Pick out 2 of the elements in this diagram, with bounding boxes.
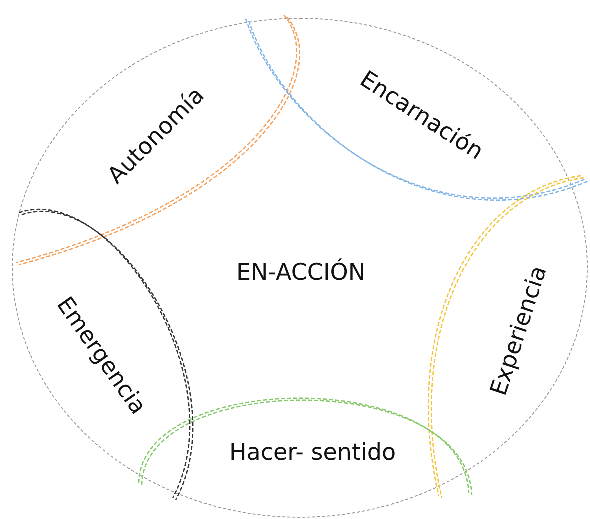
region-label: Hacer- sentido [230, 440, 396, 466]
center-label: EN-ACCIÓN [236, 260, 366, 286]
